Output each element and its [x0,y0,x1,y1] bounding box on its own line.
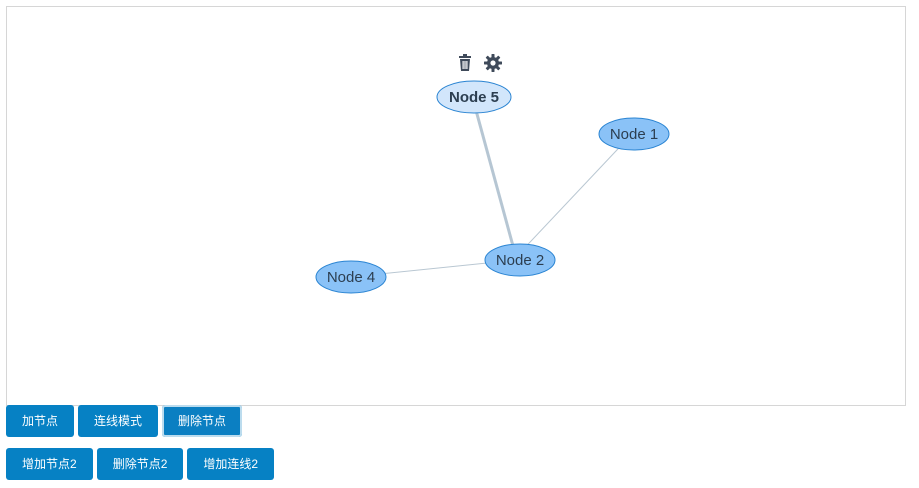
graph-canvas[interactable]: Node 5 Node 1 Node 2 Node 4 [6,6,906,406]
graph-node-2[interactable]: Node 2 [484,243,556,277]
edge-node1-node2[interactable] [515,133,633,258]
connect-mode-button[interactable]: 连线模式 [78,405,159,437]
nodes-layer: Node 5 Node 1 Node 2 Node 4 [315,80,670,294]
toolbar-row-2: 增加节点2 删除节点2 增加连线2 [6,448,275,480]
toolbar-row-1: 加节点 连线模式 删除节点 [6,405,243,437]
gear-icon[interactable] [483,53,503,73]
delete-node-2-button[interactable]: 删除节点2 [96,448,184,480]
graph-node-4[interactable]: Node 4 [315,260,387,294]
node-label: Node 5 [449,89,499,106]
delete-node-button[interactable]: 删除节点 [162,405,243,437]
edge-node5-node2[interactable] [472,102,518,258]
add-node-2-button[interactable]: 增加节点2 [6,448,93,480]
trash-icon[interactable] [455,53,475,73]
add-edge-2-button[interactable]: 增加连线2 [187,448,275,480]
node-label: Node 4 [327,269,375,286]
node-label: Node 1 [610,126,658,143]
graph-svg[interactable]: Node 5 Node 1 Node 2 Node 4 [7,7,905,405]
node-label: Node 2 [496,252,544,269]
add-node-button[interactable]: 加节点 [6,405,75,437]
graph-node-1[interactable]: Node 1 [598,117,670,151]
graph-node-5[interactable]: Node 5 [436,80,512,114]
